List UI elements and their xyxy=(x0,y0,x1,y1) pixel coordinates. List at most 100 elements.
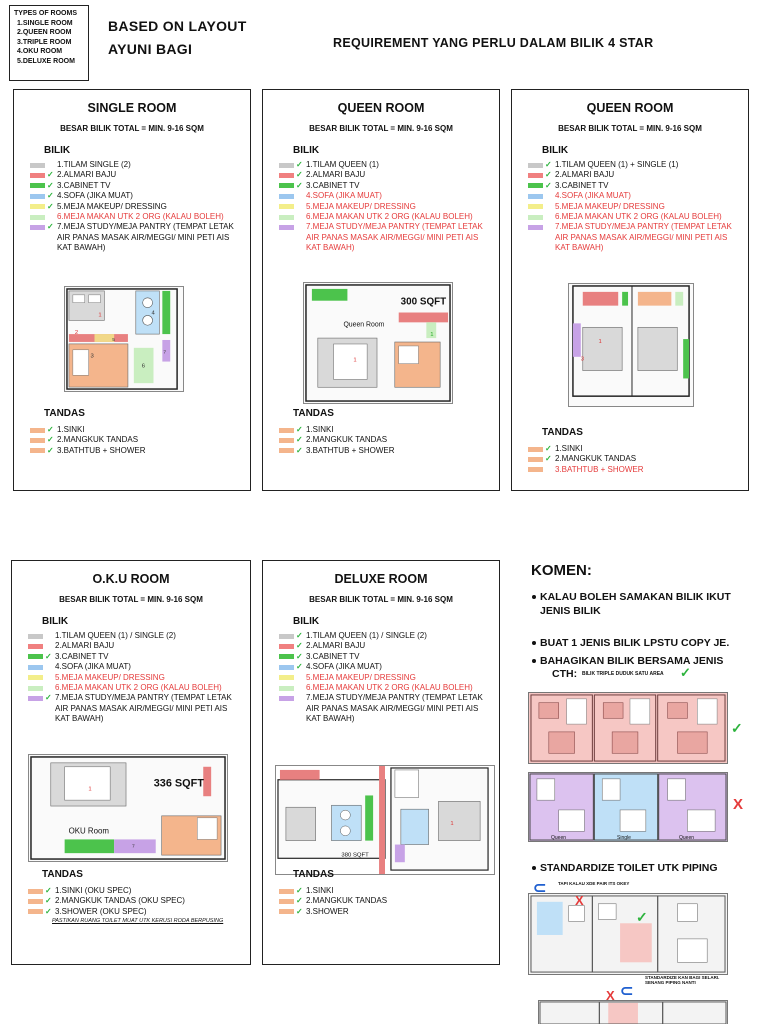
color-swatch xyxy=(528,224,543,230)
bilik-item: ✓ 7.MEJA STUDY/MEJA PANTRY (TEMPAT LETAK… xyxy=(28,693,242,724)
color-swatch xyxy=(528,172,543,178)
tandas-item: ✓ 3.BATHTUB + SHOWER xyxy=(279,446,491,456)
legend-item: 4.OKU ROOM xyxy=(17,48,63,55)
tandas-item-text: 1.SINKI xyxy=(306,886,334,895)
floor-plan: 1 2 4 5 6 7 3 xyxy=(64,286,184,392)
room-types-legend: TYPES OF ROOMS 1.SINGLE ROOM 2.QUEEN ROO… xyxy=(9,5,89,81)
tandas-list: ✓ 1.SINKI ✓ 2.MANGKUK TANDAS ✓ 3.BATHTUB… xyxy=(30,425,242,456)
tandas-item-text: 2.MANGKUK TANDAS xyxy=(306,435,388,445)
color-swatch xyxy=(28,909,43,915)
legend-item: 1.SINGLE ROOM xyxy=(17,19,73,27)
svg-text:3: 3 xyxy=(91,354,95,360)
bilik-heading: BILIK xyxy=(44,145,71,156)
check-icon: ✓ xyxy=(296,896,303,906)
bilik-item-text: 6.MEJA MAKAN UTK 2 ORG (KALAU BOLEH) xyxy=(57,212,224,222)
tandas-item-text: 3.BATHTUB + SHOWER xyxy=(57,445,146,455)
svg-text:6: 6 xyxy=(142,363,146,369)
bilik-item-text: 2.ALMARI BAJU xyxy=(555,170,615,180)
header-line1: BASED ON LAYOUT xyxy=(108,18,247,34)
bilik-item: ✓ 4.SOFA (JIKA MUAT) xyxy=(30,191,242,201)
card-title: QUEEN ROOM xyxy=(586,101,674,115)
check-icon: ✓ xyxy=(45,906,52,916)
bilik-item: 6.MEJA MAKAN UTK 2 ORG (KALAU BOLEH) xyxy=(30,212,242,222)
floor-plan: 380 SQFT 1 xyxy=(275,765,495,875)
bilik-item-text: 1.TILAM QUEEN (1) + SINGLE (1) xyxy=(555,160,679,169)
color-swatch xyxy=(28,654,43,660)
bilik-item-text: 4.SOFA (JIKA MUAT) xyxy=(55,662,131,672)
check-icon: ✓ xyxy=(47,445,54,455)
room-size: BESAR BILIK TOTAL = MIN. 9-16 SQM xyxy=(59,595,203,604)
svg-text:1: 1 xyxy=(430,332,433,338)
check-icon: ✓ xyxy=(296,662,303,672)
floor-plan: Queen Room 300 SQFT 1 1 xyxy=(303,282,453,404)
bilik-item-text: 6.MEJA MAKAN UTK 2 ORG (KALAU BOLEH) xyxy=(555,212,722,222)
cth-note: BILIK TRIPLE DUDUK SATU AREA xyxy=(582,671,664,677)
bilik-item: 6.MEJA MAKAN UTK 2 ORG (KALAU BOLEH) xyxy=(28,683,242,693)
bilik-item: ✓ 2.ALMARI BAJU xyxy=(30,170,242,180)
svg-text:2: 2 xyxy=(75,330,78,336)
check-icon: ✓ xyxy=(45,651,52,661)
tandas-item: ✓ 1.SINKI xyxy=(528,444,740,454)
bilik-item-text: 3.CABINET TV xyxy=(306,651,360,661)
color-swatch xyxy=(279,695,294,701)
tandas-item-text: 1.SINKI xyxy=(57,425,85,434)
svg-text:1: 1 xyxy=(353,358,356,364)
bilik-item-text: 6.MEJA MAKAN UTK 2 ORG (KALAU BOLEH) xyxy=(306,212,473,222)
bilik-item-text: 1.TILAM QUEEN (1) xyxy=(306,160,379,169)
svg-text:1: 1 xyxy=(599,339,602,345)
check-icon: ✓ xyxy=(545,180,552,190)
room-size: BESAR BILIK TOTAL = MIN. 9-16 SQM xyxy=(309,124,453,133)
legend-item: 3.TRIPLE ROOM xyxy=(17,38,72,46)
tandas-list: ✓ 1.SINKI (OKU SPEC) ✓ 2.MANGKUK TANDAS … xyxy=(28,886,242,917)
pipe-mark-icon: ⊂ xyxy=(620,983,634,1000)
oku-note: PASTIKAN RUANG TOILET MUAT UTK KERUSI RO… xyxy=(52,918,224,924)
bilik-list: ✓ 1.TILAM QUEEN (1) ✓ 2.ALMARI BAJU ✓ 3.… xyxy=(279,160,491,254)
bilik-item: 1.TILAM QUEEN (1) / SINGLE (2) xyxy=(28,631,242,641)
bilik-item: 6.MEJA MAKAN UTK 2 ORG (KALAU BOLEH) xyxy=(528,212,740,222)
svg-text:5: 5 xyxy=(112,337,115,343)
bilik-item-text: 3.CABINET TV xyxy=(306,180,360,190)
color-swatch xyxy=(28,695,43,701)
svg-text:1: 1 xyxy=(98,312,101,318)
bilik-item: 7.MEJA STUDY/MEJA PANTRY (TEMPAT LETAK A… xyxy=(528,222,740,253)
cth-label: CTH: xyxy=(552,668,578,680)
card-title: DELUXE ROOM xyxy=(334,572,428,586)
bilik-item-text: 7.MEJA STUDY/MEJA PANTRY (TEMPAT LETAK A… xyxy=(306,222,483,253)
color-swatch xyxy=(528,446,543,452)
tandas-heading: TANDAS xyxy=(542,427,583,438)
color-swatch xyxy=(528,214,543,220)
bilik-list: 1.TILAM SINGLE (2) ✓ 2.ALMARI BAJU ✓ 3.C… xyxy=(30,160,242,254)
color-swatch xyxy=(279,685,294,691)
check-icon: ✓ xyxy=(680,665,691,680)
check-icon: ✓ xyxy=(45,693,52,703)
bilik-item: ✓ 3.CABINET TV xyxy=(279,652,491,662)
check-icon: ✓ xyxy=(47,425,54,434)
color-swatch xyxy=(279,427,294,433)
check-icon: ✓ xyxy=(636,909,648,925)
color-swatch xyxy=(30,183,45,189)
bilik-item: ✓ 5.MEJA MAKEUP/ DRESSING xyxy=(30,202,242,212)
thumb3-note: TAPI KALAU XDE PAIR ITS OKEY xyxy=(558,881,630,886)
color-swatch xyxy=(279,204,294,210)
bilik-item: ✓ 3.CABINET TV xyxy=(528,181,740,191)
bilik-item: 4.SOFA (JIKA MUAT) xyxy=(279,191,491,201)
komen-bullet: BAHAGIKAN BILIK BERSAMA JENIS xyxy=(532,654,762,668)
tandas-item: ✓ 1.SINKI xyxy=(30,425,242,435)
bilik-item-text: 7.MEJA STUDY/MEJA PANTRY (TEMPAT LETAK A… xyxy=(306,693,483,724)
check-icon: ✓ xyxy=(296,651,303,661)
color-swatch xyxy=(528,183,543,189)
bilik-item-text: 6.MEJA MAKAN UTK 2 ORG (KALAU BOLEH) xyxy=(306,683,473,693)
tandas-item-text: 1.SINKI xyxy=(555,444,583,453)
bilik-item-text: 3.CABINET TV xyxy=(555,180,609,190)
color-swatch xyxy=(30,172,45,178)
bilik-item-text: 5.MEJA MAKEUP/ DRESSING xyxy=(306,201,416,211)
check-icon: ✓ xyxy=(296,170,303,180)
example-plan-toilet-2 xyxy=(538,1000,728,1024)
svg-text:OKU Room: OKU Room xyxy=(69,827,110,836)
thumb-label: Single xyxy=(617,835,631,841)
check-icon: ✓ xyxy=(296,425,303,434)
bilik-item: ✓ 4.SOFA (JIKA MUAT) xyxy=(279,662,491,672)
floor-plan: 336 SQFT OKU Room 1 7 xyxy=(28,754,228,862)
